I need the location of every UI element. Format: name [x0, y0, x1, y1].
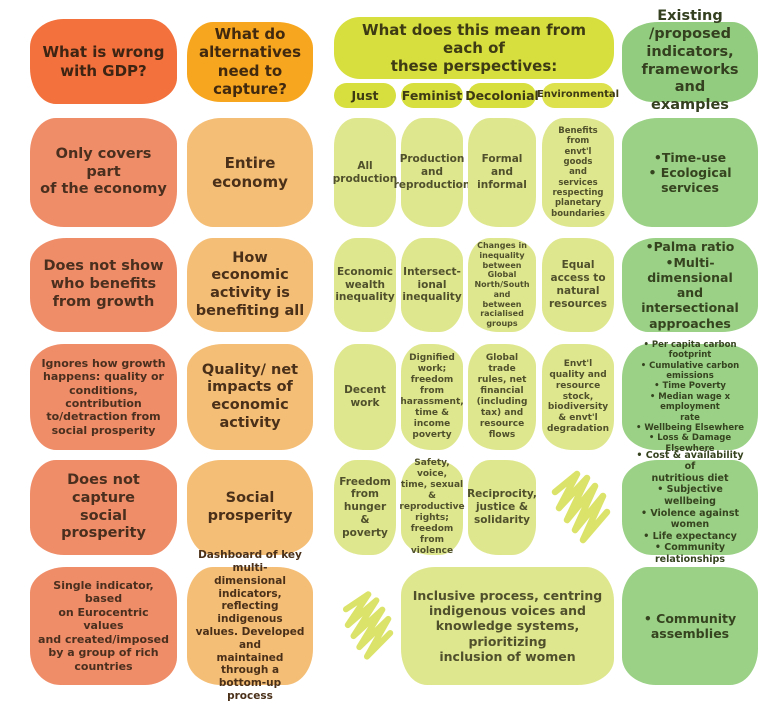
cell-capture-row3: Quality/ net impacts of economic activit… — [187, 344, 313, 450]
scribble-icon — [334, 567, 396, 685]
cell-problem-row4: Does not capture social prosperity — [30, 460, 177, 555]
cell-capture-row2: How economic activity is benefiting all — [187, 238, 313, 332]
cell-problem-row1: Only covers part of the economy — [30, 118, 177, 227]
cell-just-row4: Freedom from hunger & poverty — [334, 460, 396, 555]
cell-inclusive-process-row5: Inclusive process, centring indigenous v… — [401, 567, 614, 685]
perspective-label-feminist: Feminist — [401, 83, 463, 108]
cell-indicators-row2: •Palma ratio •Multi-dimensional and inte… — [622, 238, 758, 332]
header-indicators: Existing /proposed indicators, framework… — [622, 8, 758, 113]
cell-decolonial-row3: Global trade rules, net financial (inclu… — [468, 344, 536, 450]
cell-environmental-row3: Envt'l quality and resource stock, biodi… — [542, 344, 614, 450]
cell-decolonial-row4: Reciprocity, justice & solidarity — [467, 460, 537, 555]
cell-feminist-row4: Safety, voice, time, sexual & reproducti… — [399, 458, 465, 556]
cell-environmental-row1: Benefits from envt'l goods and services … — [542, 118, 614, 227]
cell-feminist-row2: Intersect- ional inequality — [401, 238, 463, 332]
cell-indicators-row4: • Cost & availability of nutritious diet… — [622, 450, 758, 565]
cell-indicators-row1: •Time-use • Ecological services — [622, 118, 758, 227]
header-alternatives-capture: What do alternatives need to capture? — [187, 21, 313, 102]
header-perspectives: What does this mean from each of these p… — [334, 17, 614, 79]
scribble-icon — [542, 460, 614, 555]
cell-problem-row3: Ignores how growth happens: quality or c… — [30, 344, 177, 450]
cell-problem-row5: Single indicator, based on Eurocentric v… — [30, 567, 177, 685]
cell-decolonial-row2: Changes in inequality between Global Nor… — [468, 238, 536, 332]
cell-capture-row1: Entire economy — [187, 118, 313, 227]
perspective-label-just: Just — [334, 83, 396, 108]
cell-decolonial-row1: Formal and informal — [468, 118, 536, 227]
cell-just-row2: Economic wealth inequality — [334, 238, 396, 332]
cell-capture-row5: Dashboard of key multi- dimensional indi… — [187, 549, 313, 702]
header-gdp-problems: What is wrong with GDP? — [30, 19, 177, 104]
cell-indicators-row5: • Community assemblies — [622, 567, 758, 685]
cell-just-row1: All production — [333, 118, 397, 227]
perspective-label-decolonial: Decolonial — [465, 83, 539, 108]
cell-problem-row2: Does not show who benefits from growth — [30, 238, 177, 332]
cell-indicators-row3: • Per capita carbon footprint • Cumulati… — [622, 340, 758, 454]
cell-feminist-row1: Production and reproduction — [394, 118, 470, 227]
cell-capture-row4: Social prosperity — [187, 460, 313, 555]
cell-just-row3: Decent work — [334, 344, 396, 450]
perspective-label-environmental: Environmental — [537, 83, 619, 108]
cell-environmental-row2: Equal access to natural resources — [542, 238, 614, 332]
cell-feminist-row3: Dignified work; freedom from harassment,… — [400, 344, 464, 450]
